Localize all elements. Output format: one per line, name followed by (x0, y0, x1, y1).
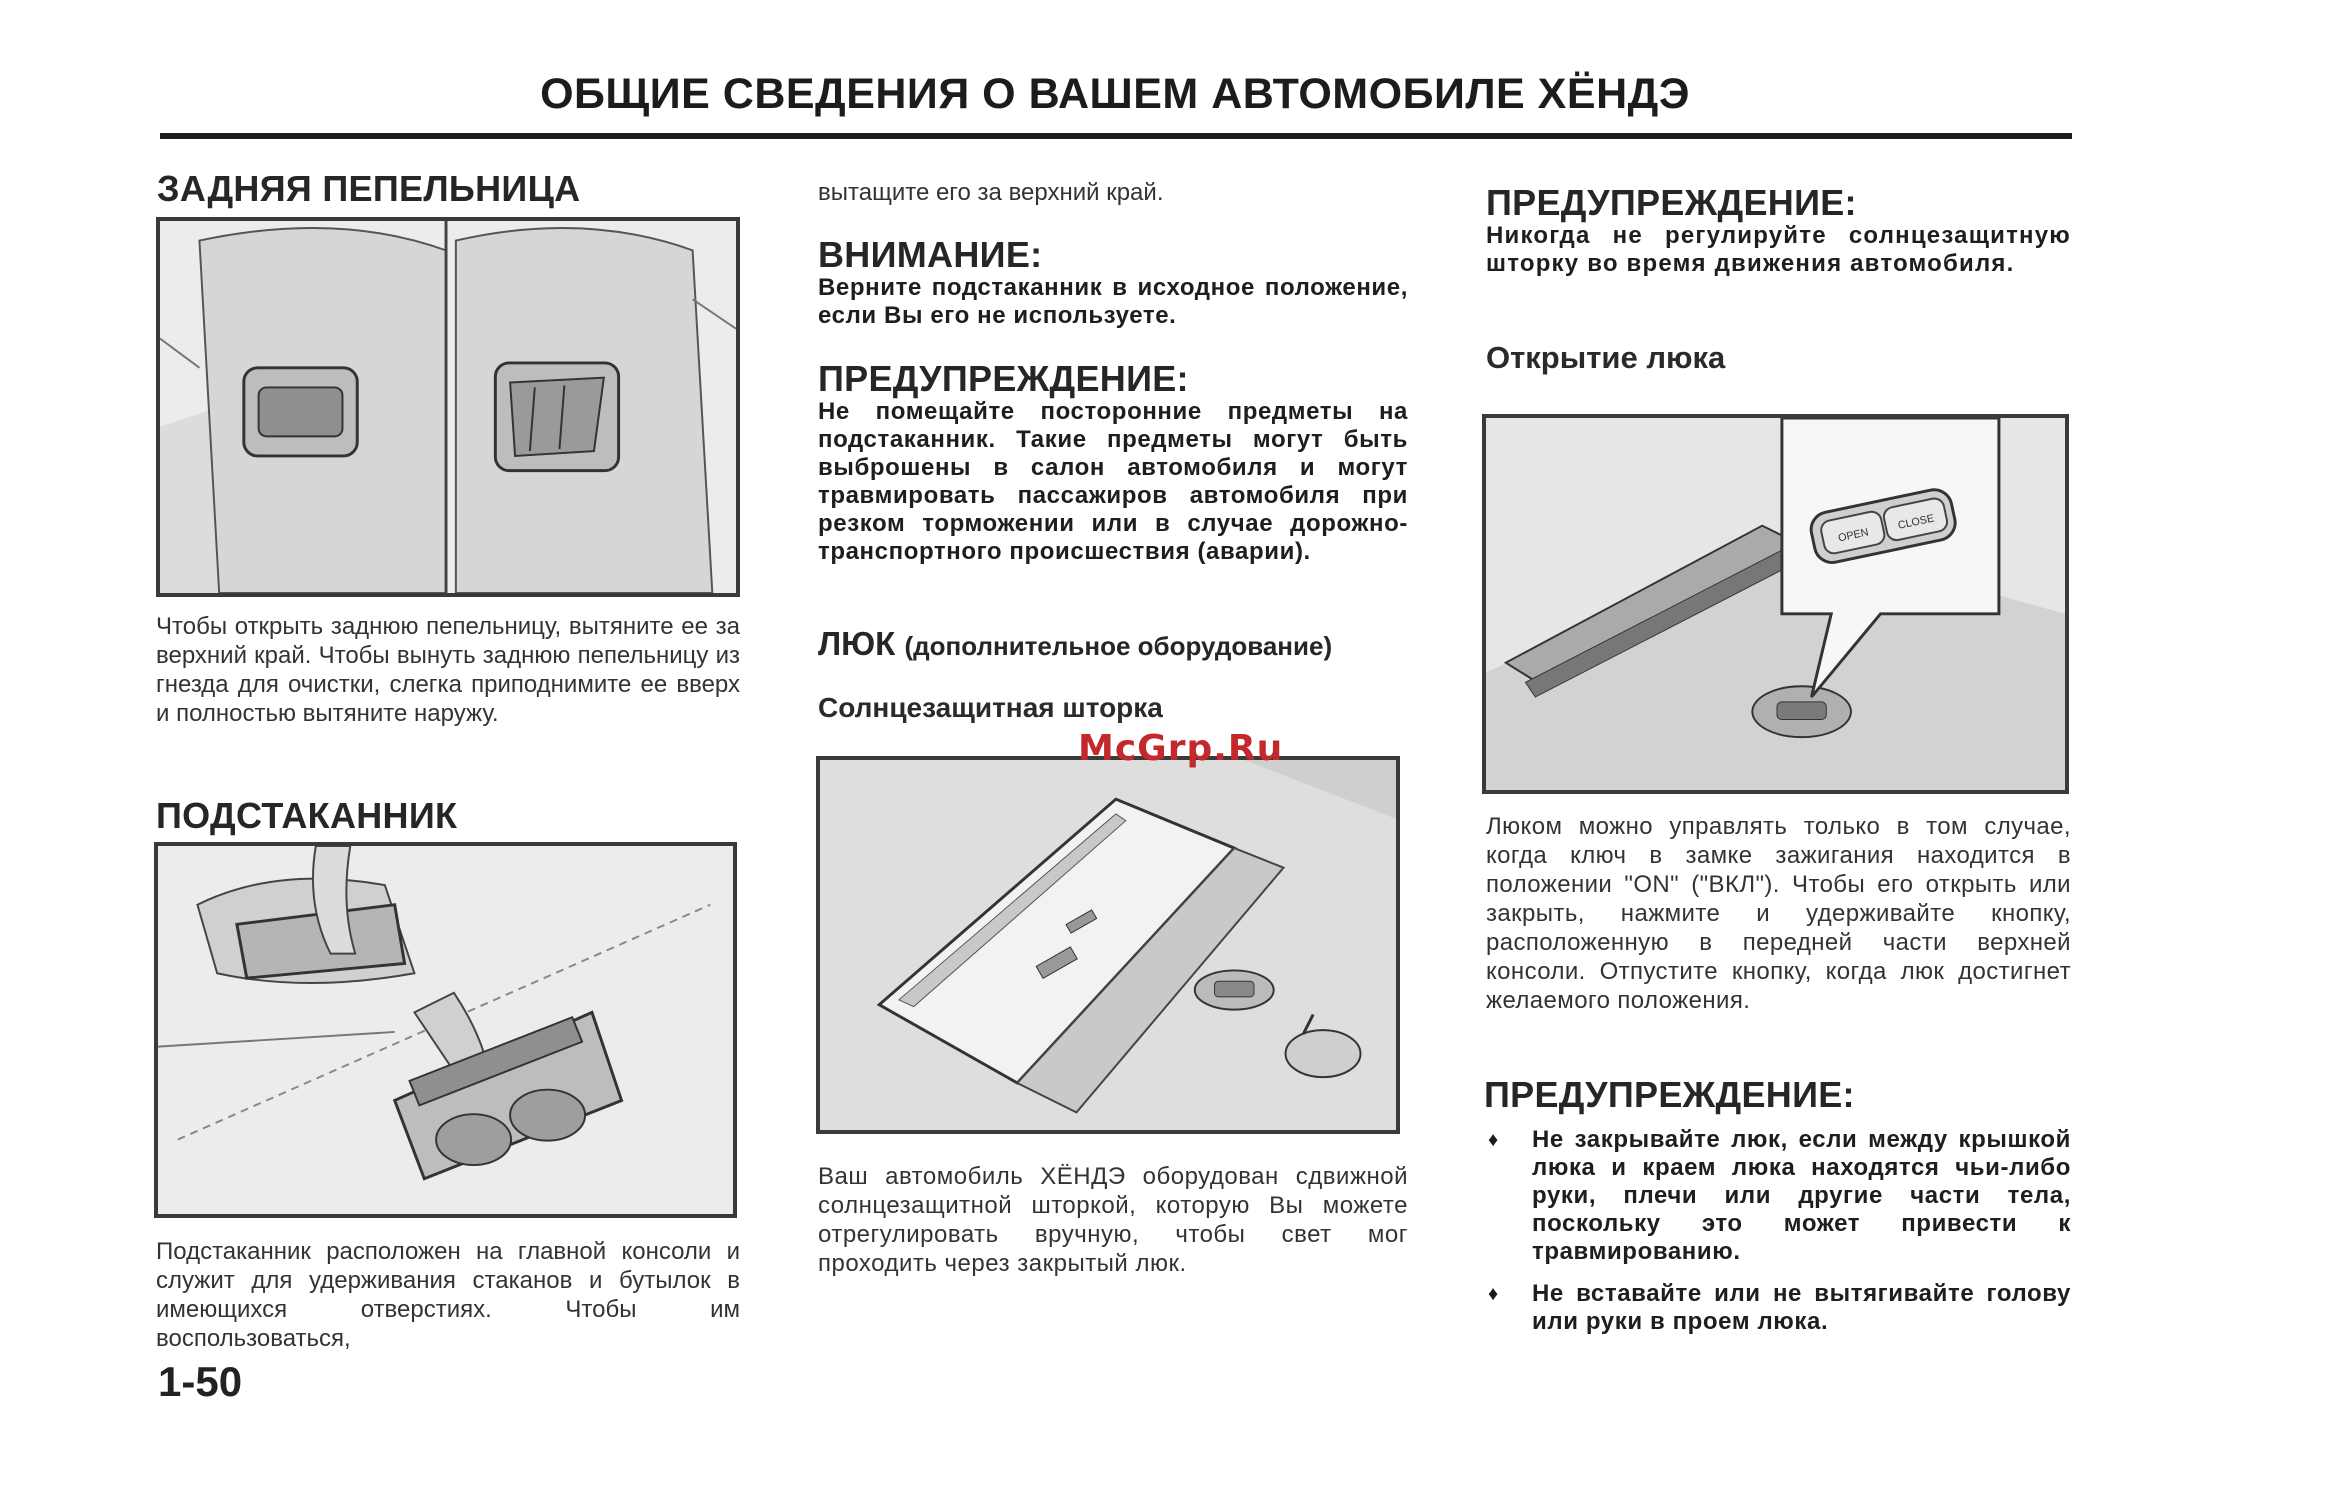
page-number: 1-50 (158, 1358, 243, 1405)
warning-heading-sunroof: ПРЕДУПРЕЖДЕНИЕ: (1484, 1074, 1855, 1115)
warning-heading-cupholder: ПРЕДУПРЕЖДЕНИЕ: (818, 358, 1189, 399)
watermark-text: McGrp.Ru (1078, 728, 1284, 769)
warning-heading-sunshade: ПРЕДУПРЕЖДЕНИЕ: (1486, 182, 1857, 223)
cupholder-illustration (154, 842, 737, 1218)
sunroof-button-illustration: OPEN CLOSE (1482, 414, 2069, 794)
cupholder-text: Подстаканник расположен на главной консо… (156, 1238, 740, 1352)
sunshade-illustration (816, 756, 1400, 1134)
sunroof-heading: ЛЮК (дополнительное оборудование) (818, 625, 1332, 663)
list-item: ♦ Не закрывайте люк, если между крышкой … (1486, 1126, 2071, 1266)
list-item: ♦ Не вставайте или не вытягивайте голову… (1486, 1280, 2071, 1336)
bullet-text: Не вставайте или не вытягивайте голову и… (1532, 1280, 2071, 1335)
warning-text-sunshade: Никогда не регулируйте солнцезащитную шт… (1486, 222, 2071, 277)
sunshade-text: Ваш автомобиль ХЁНДЭ оборудован сдвижной… (818, 1163, 1408, 1277)
bullet-text: Не закрывайте люк, если между крышкой лю… (1532, 1126, 2071, 1265)
sunshade-subheading: Солнцезащитная шторка (818, 692, 1163, 723)
title-rule (160, 133, 2072, 139)
opening-subheading: Открытие люка (1486, 340, 1726, 375)
diamond-bullet-icon: ♦ (1488, 1283, 1499, 1305)
sunroof-heading-note: (дополнительное оборудование) (904, 631, 1333, 661)
opening-text: Люком можно управлять только в том случа… (1486, 813, 2071, 1014)
continued-text: вытащите его за верхний край. (818, 179, 1164, 206)
sunroof-warning-list: ♦ Не закрывайте люк, если между крышкой … (1486, 1126, 2071, 1336)
cupholder-heading: ПОДСТАКАННИК (156, 795, 458, 836)
attention-heading: ВНИМАНИЕ: (818, 234, 1043, 275)
diamond-bullet-icon: ♦ (1488, 1129, 1499, 1151)
page-title: ОБЩИЕ СВЕДЕНИЯ О ВАШЕМ АВТОМОБИЛЕ ХЁНДЭ (540, 70, 1690, 118)
ashtray-text: Чтобы открыть заднюю пепельницу, вытянит… (156, 613, 740, 727)
warning-text-cupholder: Не помещайте посторонние предметы на под… (818, 398, 1408, 565)
attention-text: Верните подстаканник в исходное положени… (818, 274, 1408, 329)
sunroof-heading-main: ЛЮК (818, 625, 896, 662)
ashtray-heading: ЗАДНЯЯ ПЕПЕЛЬНИЦА (157, 168, 581, 209)
ashtray-illustration (156, 217, 740, 597)
